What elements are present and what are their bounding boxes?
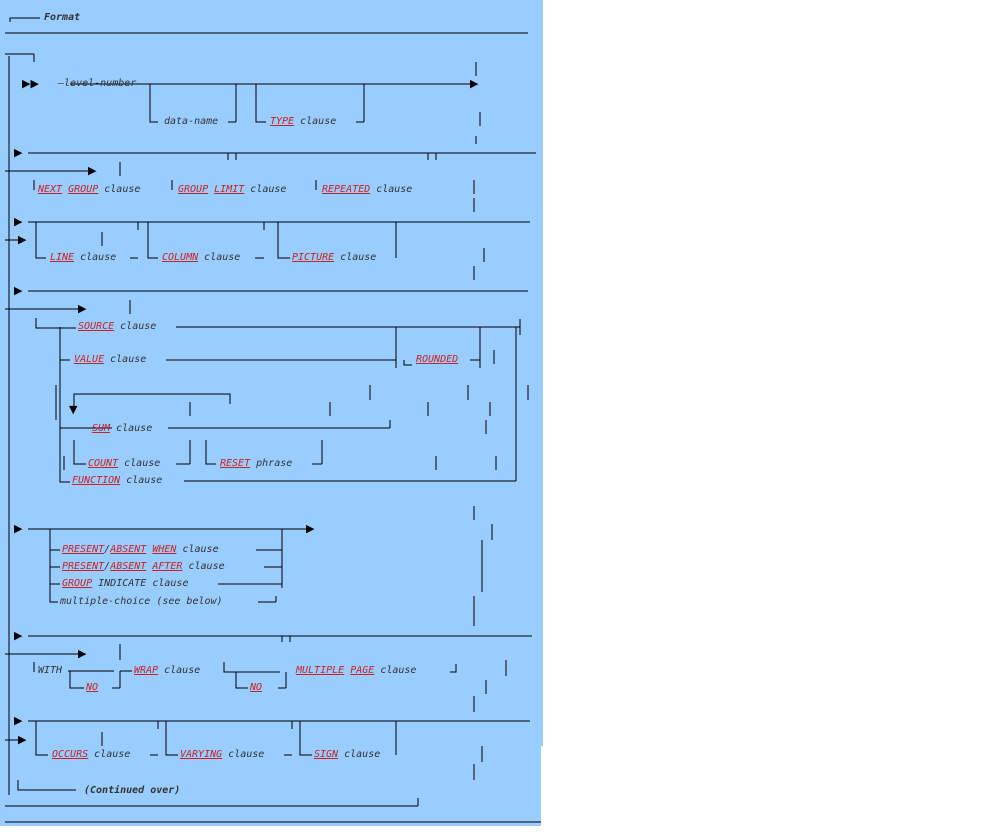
sum-repeat-arrow-icon: ▼ <box>69 403 78 416</box>
no-page-keyword: NO <box>250 682 263 693</box>
group-limit-clause: GROUP LIMIT clause <box>178 184 287 195</box>
next-group-clause: NEXT GROUP clause <box>38 184 141 195</box>
function-clause: FUNCTION clause <box>72 475 163 486</box>
row1-end-arrow-icon: ▶ <box>470 77 479 90</box>
repeated-clause: REPEATED clause <box>322 184 413 195</box>
wrap-clause: WRAP clause <box>134 665 201 676</box>
value-clause: VALUE clause <box>74 354 147 365</box>
row5-start-arrow-icon: ▶ <box>14 522 23 535</box>
picture-clause: PICTURE clause <box>292 252 377 263</box>
count-clause: COUNT clause <box>88 458 161 469</box>
row5-end-arrow-icon: ▶ <box>306 522 315 535</box>
varying-clause: VARYING clause <box>180 749 265 760</box>
level-number-token: —level-number <box>58 78 137 89</box>
row3-start-arrow-icon: ▶ <box>14 215 23 228</box>
reset-phrase: RESET phrase <box>220 458 293 469</box>
data-name-token: data-name <box>164 116 219 127</box>
present-absent-after-clause: PRESENT/ABSENT AFTER clause <box>62 561 225 572</box>
row4-cont-arrow-icon: ▶ <box>78 302 87 315</box>
row7-start-arrow-icon: ▶ <box>14 714 23 727</box>
row4-start-arrow-icon: ▶ <box>14 284 23 297</box>
row3-cont-arrow-icon: ▶ <box>18 233 27 246</box>
occurs-clause: OCCURS clause <box>52 749 131 760</box>
multiple-page-clause: MULTIPLE PAGE clause <box>296 665 417 676</box>
rounded-keyword: ROUNDED <box>416 354 459 365</box>
diagram-background <box>0 0 543 746</box>
continued-note: (Continued over) <box>84 785 181 796</box>
row7-cont-arrow-icon: ▶ <box>18 733 27 746</box>
column-clause: COLUMN clause <box>162 252 241 263</box>
syntax-lines <box>5 17 541 823</box>
row2-start-arrow-icon: ▶ <box>14 146 23 159</box>
format-title: Format <box>44 12 81 23</box>
sum-clause: SUM clause <box>92 423 153 434</box>
group-indicate-clause: GROUP INDICATE clause <box>62 578 189 589</box>
row2-cont-arrow-icon: ▶ <box>88 164 97 177</box>
with-keyword: WITH <box>38 665 63 676</box>
row6-cont-arrow-icon: ▶ <box>78 647 87 660</box>
type-clause: TYPE clause <box>270 116 337 127</box>
line-clause: LINE clause <box>50 252 117 263</box>
source-clause: SOURCE clause <box>78 321 157 332</box>
start-arrow-icon: ▶▶ <box>22 77 39 90</box>
present-absent-when-clause: PRESENT/ABSENT WHEN clause <box>62 544 219 555</box>
diagram-background-bottom <box>0 746 541 826</box>
no-wrap-keyword: NO <box>86 682 99 693</box>
row6-start-arrow-icon: ▶ <box>14 629 23 642</box>
multiple-choice-note: multiple-choice (see below) <box>60 596 223 607</box>
sign-clause: SIGN clause <box>314 749 381 760</box>
